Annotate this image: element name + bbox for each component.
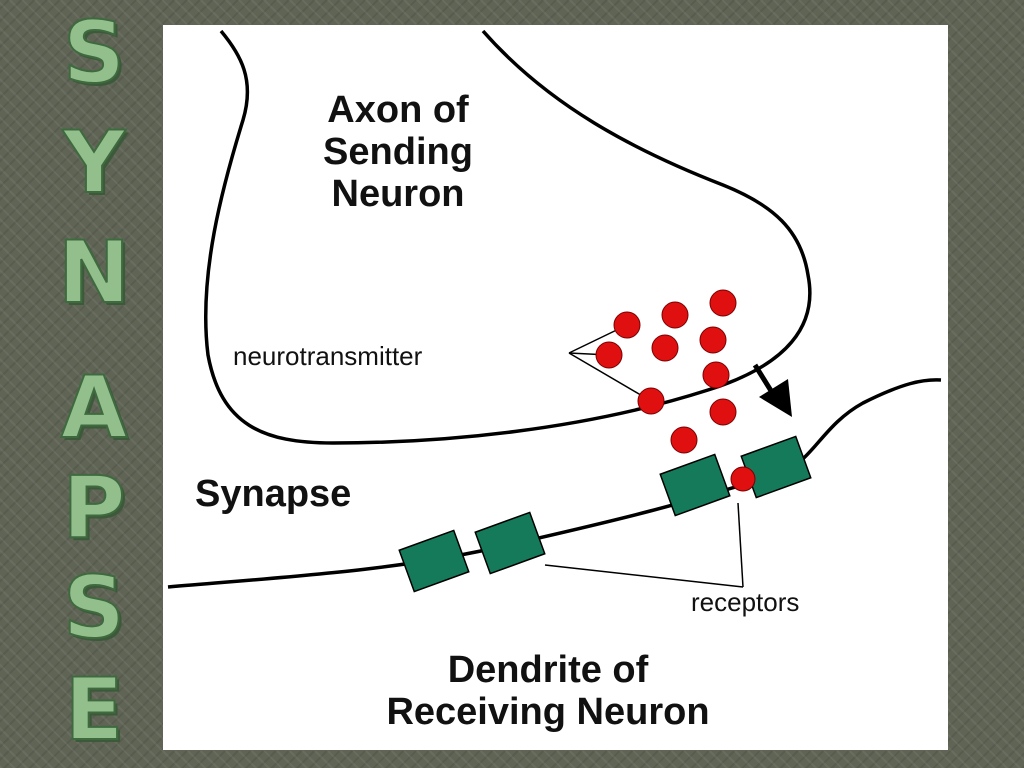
side-title-letter: Y (62, 113, 126, 213)
receptor (740, 435, 812, 499)
axon-terminal-outline (204, 29, 812, 445)
axon-label-line: Sending (323, 131, 473, 173)
side-title-letter: N (57, 223, 131, 323)
neurotransmitter-molecule (670, 426, 698, 454)
axon-label-line: Axon of (327, 89, 469, 131)
receptors-leader-line (544, 564, 744, 588)
neurotransmitter-label: neurotransmitter (233, 341, 423, 371)
dendrite-label-line: Receiving Neuron (386, 691, 710, 733)
side-title-letter: S (62, 558, 126, 658)
axon-label-line: Neuron (331, 173, 465, 215)
neurotransmitter-molecule (661, 301, 689, 329)
neurotransmitter-molecule (699, 326, 727, 354)
dendrite-label: Dendrite of Receiving Neuron (248, 649, 848, 733)
side-title-letter: A (60, 358, 129, 458)
side-title: S Y N A P S E (57, 0, 131, 768)
neurotransmitter-molecule (702, 361, 730, 389)
neurotransmitter-molecule (613, 311, 641, 339)
receptor (398, 529, 470, 593)
axon-label: Axon of Sending Neuron (268, 89, 528, 215)
neurotransmitter-leader-line (568, 352, 652, 402)
synapse-diagram: Axon of Sending Neuron neurotransmitter … (163, 25, 948, 750)
diagram-drawing (167, 29, 942, 593)
receptors-label: receptors (691, 587, 800, 617)
neurotransmitter-molecule (709, 289, 737, 317)
receptor (659, 453, 731, 517)
receptors-leader-line (737, 502, 744, 588)
neurotransmitter-molecule (730, 466, 756, 492)
synapse-label: Synapse (195, 473, 352, 515)
neurotransmitter-molecule (637, 387, 665, 415)
side-title-letter: S (62, 3, 126, 103)
dendrite-label-line: Dendrite of (447, 649, 649, 691)
neurotransmitter-molecule (651, 334, 679, 362)
side-title-letter: E (64, 660, 125, 760)
receptor (474, 511, 546, 575)
side-title-letter: P (61, 458, 126, 558)
diffusion-arrow-head (759, 379, 792, 417)
neurotransmitter-molecule (709, 398, 737, 426)
neurotransmitter-molecule (595, 341, 623, 369)
